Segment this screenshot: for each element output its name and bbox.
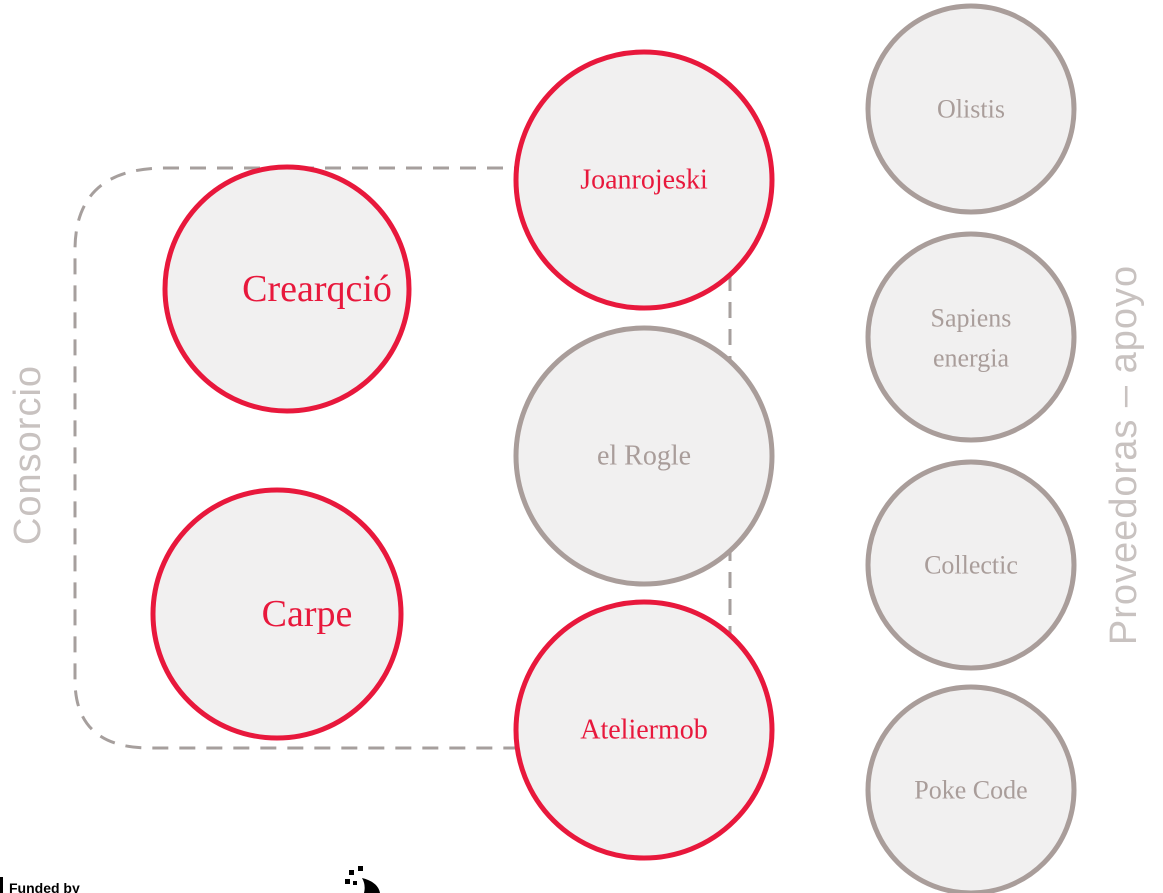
node-el-rogle: el Rogle (513, 325, 775, 587)
node-sapiens-label-line1: Sapiens (931, 304, 1012, 333)
node-joanrojeski: Joanrojeski (513, 49, 775, 311)
node-sapiens-energia: Sapiens energia (865, 231, 1077, 443)
node-collectic: Collectic (865, 459, 1077, 671)
node-poke-code: Poke Code (865, 684, 1077, 893)
funding-logo: Funded by (0, 877, 80, 893)
node-el-rogle-label: el Rogle (597, 441, 691, 472)
partner-logo (345, 866, 380, 893)
node-ateliermob: Ateliermob (513, 599, 775, 861)
consortium-label: Consorcio (7, 365, 49, 545)
node-carpe: Carpe (150, 487, 404, 741)
consortium-boundary (73, 166, 530, 750)
node-sapiens-label-line2: energia (933, 344, 1009, 373)
node-ateliermob-label: Ateliermob (580, 715, 708, 746)
providers-label: Proveedoras – apoyo (1103, 265, 1145, 645)
node-olistis-label: Olistis (937, 95, 1005, 124)
funded-by-text: Funded by (9, 880, 80, 893)
node-poke-code-label: Poke Code (914, 776, 1027, 805)
node-collectic-label: Collectic (924, 551, 1018, 580)
funding-logo-bar (0, 877, 3, 893)
node-carpe-label: Carpe (262, 593, 353, 635)
node-olistis: Olistis (865, 3, 1077, 215)
node-crearqcio: Crearqció (162, 164, 412, 414)
node-joanrojeski-label: Joanrojeski (580, 165, 708, 196)
node-crearqcio-label: Crearqció (242, 268, 392, 310)
